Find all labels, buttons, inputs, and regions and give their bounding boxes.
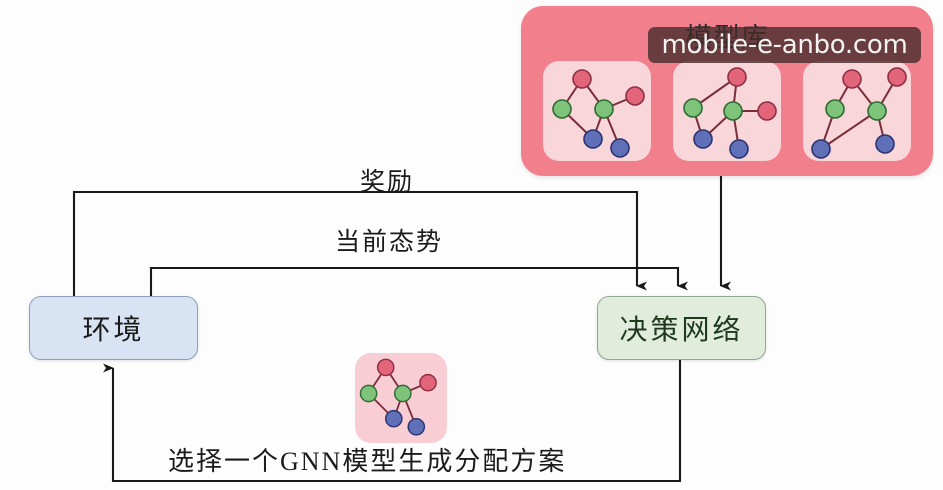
graph-node-red xyxy=(419,373,437,392)
graph-node-red xyxy=(572,69,592,89)
graph-node-red xyxy=(887,67,907,87)
graph-node-blue xyxy=(693,129,713,149)
reward-label: 奖励 xyxy=(360,169,415,196)
graph-node-red xyxy=(842,69,862,89)
graph-card[interactable] xyxy=(803,61,911,161)
environment-label: 环境 xyxy=(82,315,145,346)
graph-node-green xyxy=(393,384,412,403)
graph-node-blue xyxy=(811,139,831,159)
graph-edge xyxy=(820,110,878,150)
graph-node-blue xyxy=(729,139,749,159)
graph-node-green xyxy=(683,98,703,118)
policy-network-label: 决策网络 xyxy=(619,315,744,346)
graph-graph-mini xyxy=(359,358,437,436)
environment-box[interactable]: 环境 xyxy=(29,296,198,360)
wire-current-state xyxy=(149,266,688,296)
watermark-banner: mobile-e-anbo.com xyxy=(648,27,921,63)
graph-node-green xyxy=(594,99,614,119)
graph-node-blue xyxy=(875,134,895,154)
graph-node-red xyxy=(376,358,395,377)
graph-node-blue xyxy=(384,409,403,428)
graph-node-blue xyxy=(610,138,630,158)
graph-graph-3 xyxy=(811,67,907,159)
graph-node-green xyxy=(825,99,845,119)
current-state-label: 当前态势 xyxy=(335,229,444,256)
model-library-cards xyxy=(521,59,933,163)
selected-graph-card[interactable] xyxy=(355,353,447,443)
graph-node-red xyxy=(625,86,645,106)
graph-graph-2 xyxy=(683,67,777,159)
graph-node-blue xyxy=(583,129,603,149)
action-label: 选择一个GNN模型生成分配方案 xyxy=(168,447,567,476)
graph-node-green xyxy=(867,101,887,121)
graph-node-blue xyxy=(407,417,426,436)
graph-node-red xyxy=(727,67,747,87)
graph-card[interactable] xyxy=(543,61,651,161)
graph-node-green xyxy=(552,99,572,119)
graph-graph-1 xyxy=(552,69,645,158)
policy-network-box[interactable]: 决策网络 xyxy=(597,296,766,360)
watermark-text: mobile-e-anbo.com xyxy=(661,30,908,60)
graph-node-red xyxy=(757,101,777,121)
graph-node-green xyxy=(723,101,743,121)
graph-node-green xyxy=(359,384,378,403)
graph-card[interactable] xyxy=(673,61,781,161)
